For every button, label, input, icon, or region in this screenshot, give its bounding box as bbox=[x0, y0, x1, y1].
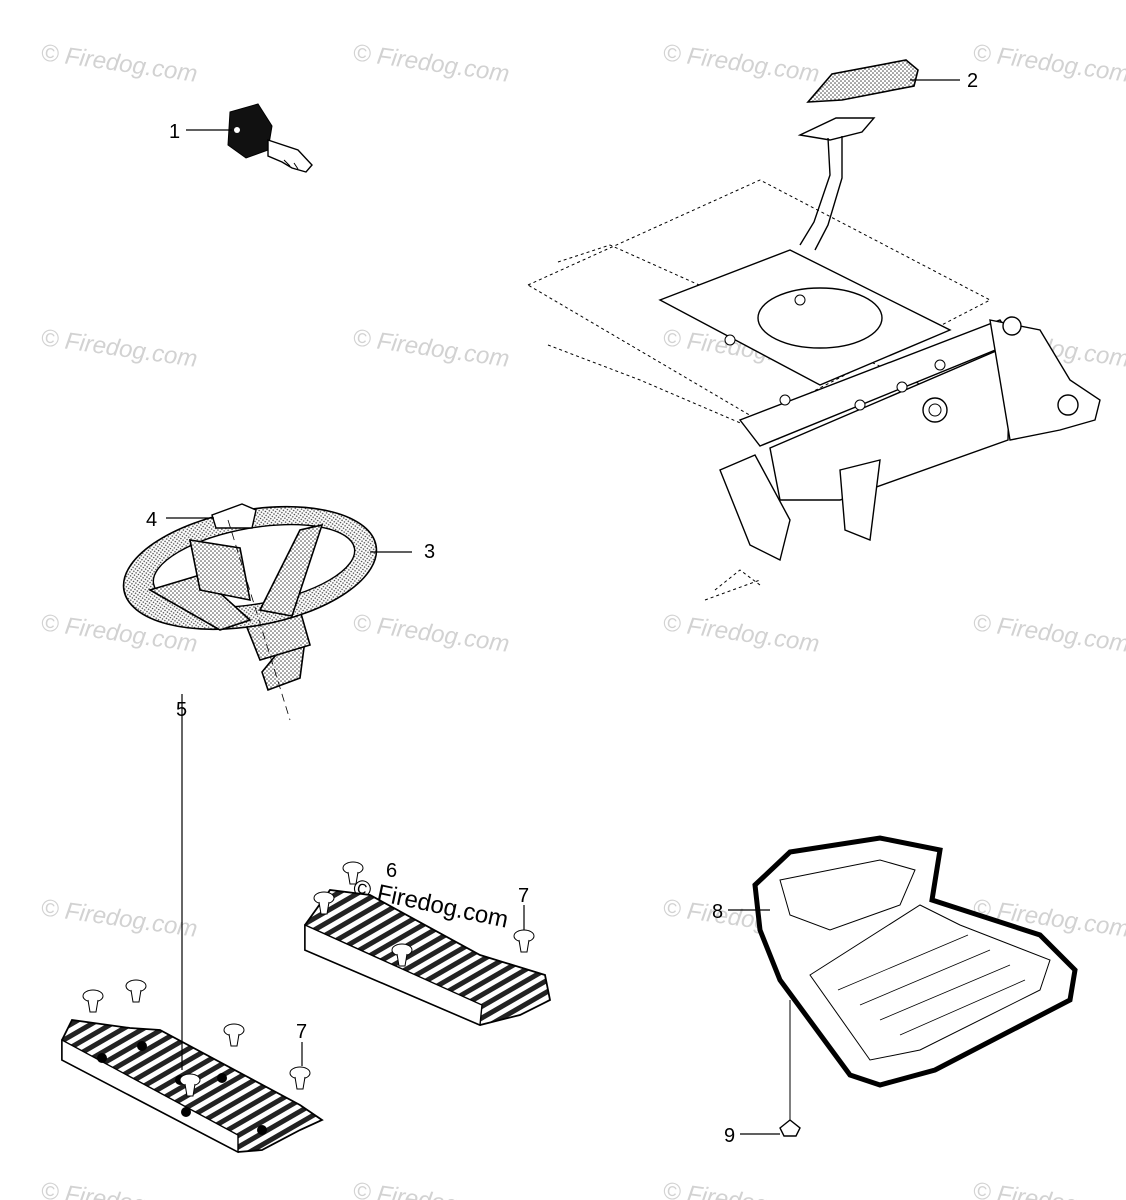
watermark: © Firedog.com bbox=[39, 894, 199, 943]
callout-8: 8 bbox=[712, 901, 723, 923]
rear-foot-mat-illustration bbox=[304, 889, 552, 1027]
watermark: © Firedog.com bbox=[351, 609, 511, 658]
watermark: © Firedog.com bbox=[661, 1177, 821, 1200]
watermark: © Firedog.com bbox=[971, 1177, 1126, 1200]
seat-bolt-illustration bbox=[779, 1119, 801, 1137]
callout-2: 2 bbox=[967, 70, 978, 92]
watermark: © Firedog.com bbox=[351, 1177, 511, 1200]
watermark: © Firedog.com bbox=[351, 39, 511, 88]
watermark: © Firedog.com bbox=[39, 1177, 199, 1200]
callout-4: 4 bbox=[146, 509, 157, 531]
callout-7-rear: 7 bbox=[518, 885, 529, 907]
callout-5: 5 bbox=[176, 699, 187, 721]
pedal-and-frame-illustration bbox=[526, 59, 1101, 601]
callout-6: 6 bbox=[386, 860, 397, 882]
watermark: © Firedog.com bbox=[39, 39, 199, 88]
steering-wheel-illustration bbox=[122, 503, 378, 721]
callout-9: 9 bbox=[724, 1125, 735, 1147]
callout-labels: 1 2 3 4 5 6 7 7 8 9 bbox=[146, 70, 978, 1147]
seat-illustration bbox=[752, 835, 1078, 1120]
callout-1: 1 bbox=[169, 121, 180, 143]
callout-3: 3 bbox=[424, 541, 435, 563]
callout-7-front: 7 bbox=[296, 1021, 307, 1043]
watermark: © Firedog.com bbox=[971, 609, 1126, 658]
watermark: © Firedog.com bbox=[661, 609, 821, 658]
watermark: © Firedog.com bbox=[661, 39, 821, 88]
ignition-key-illustration bbox=[227, 103, 313, 173]
screw-fasteners-illustration bbox=[82, 861, 535, 1097]
watermark: © Firedog.com bbox=[971, 39, 1126, 88]
watermark: © Firedog.com bbox=[351, 324, 511, 373]
watermark: © Firedog.com bbox=[39, 324, 199, 373]
